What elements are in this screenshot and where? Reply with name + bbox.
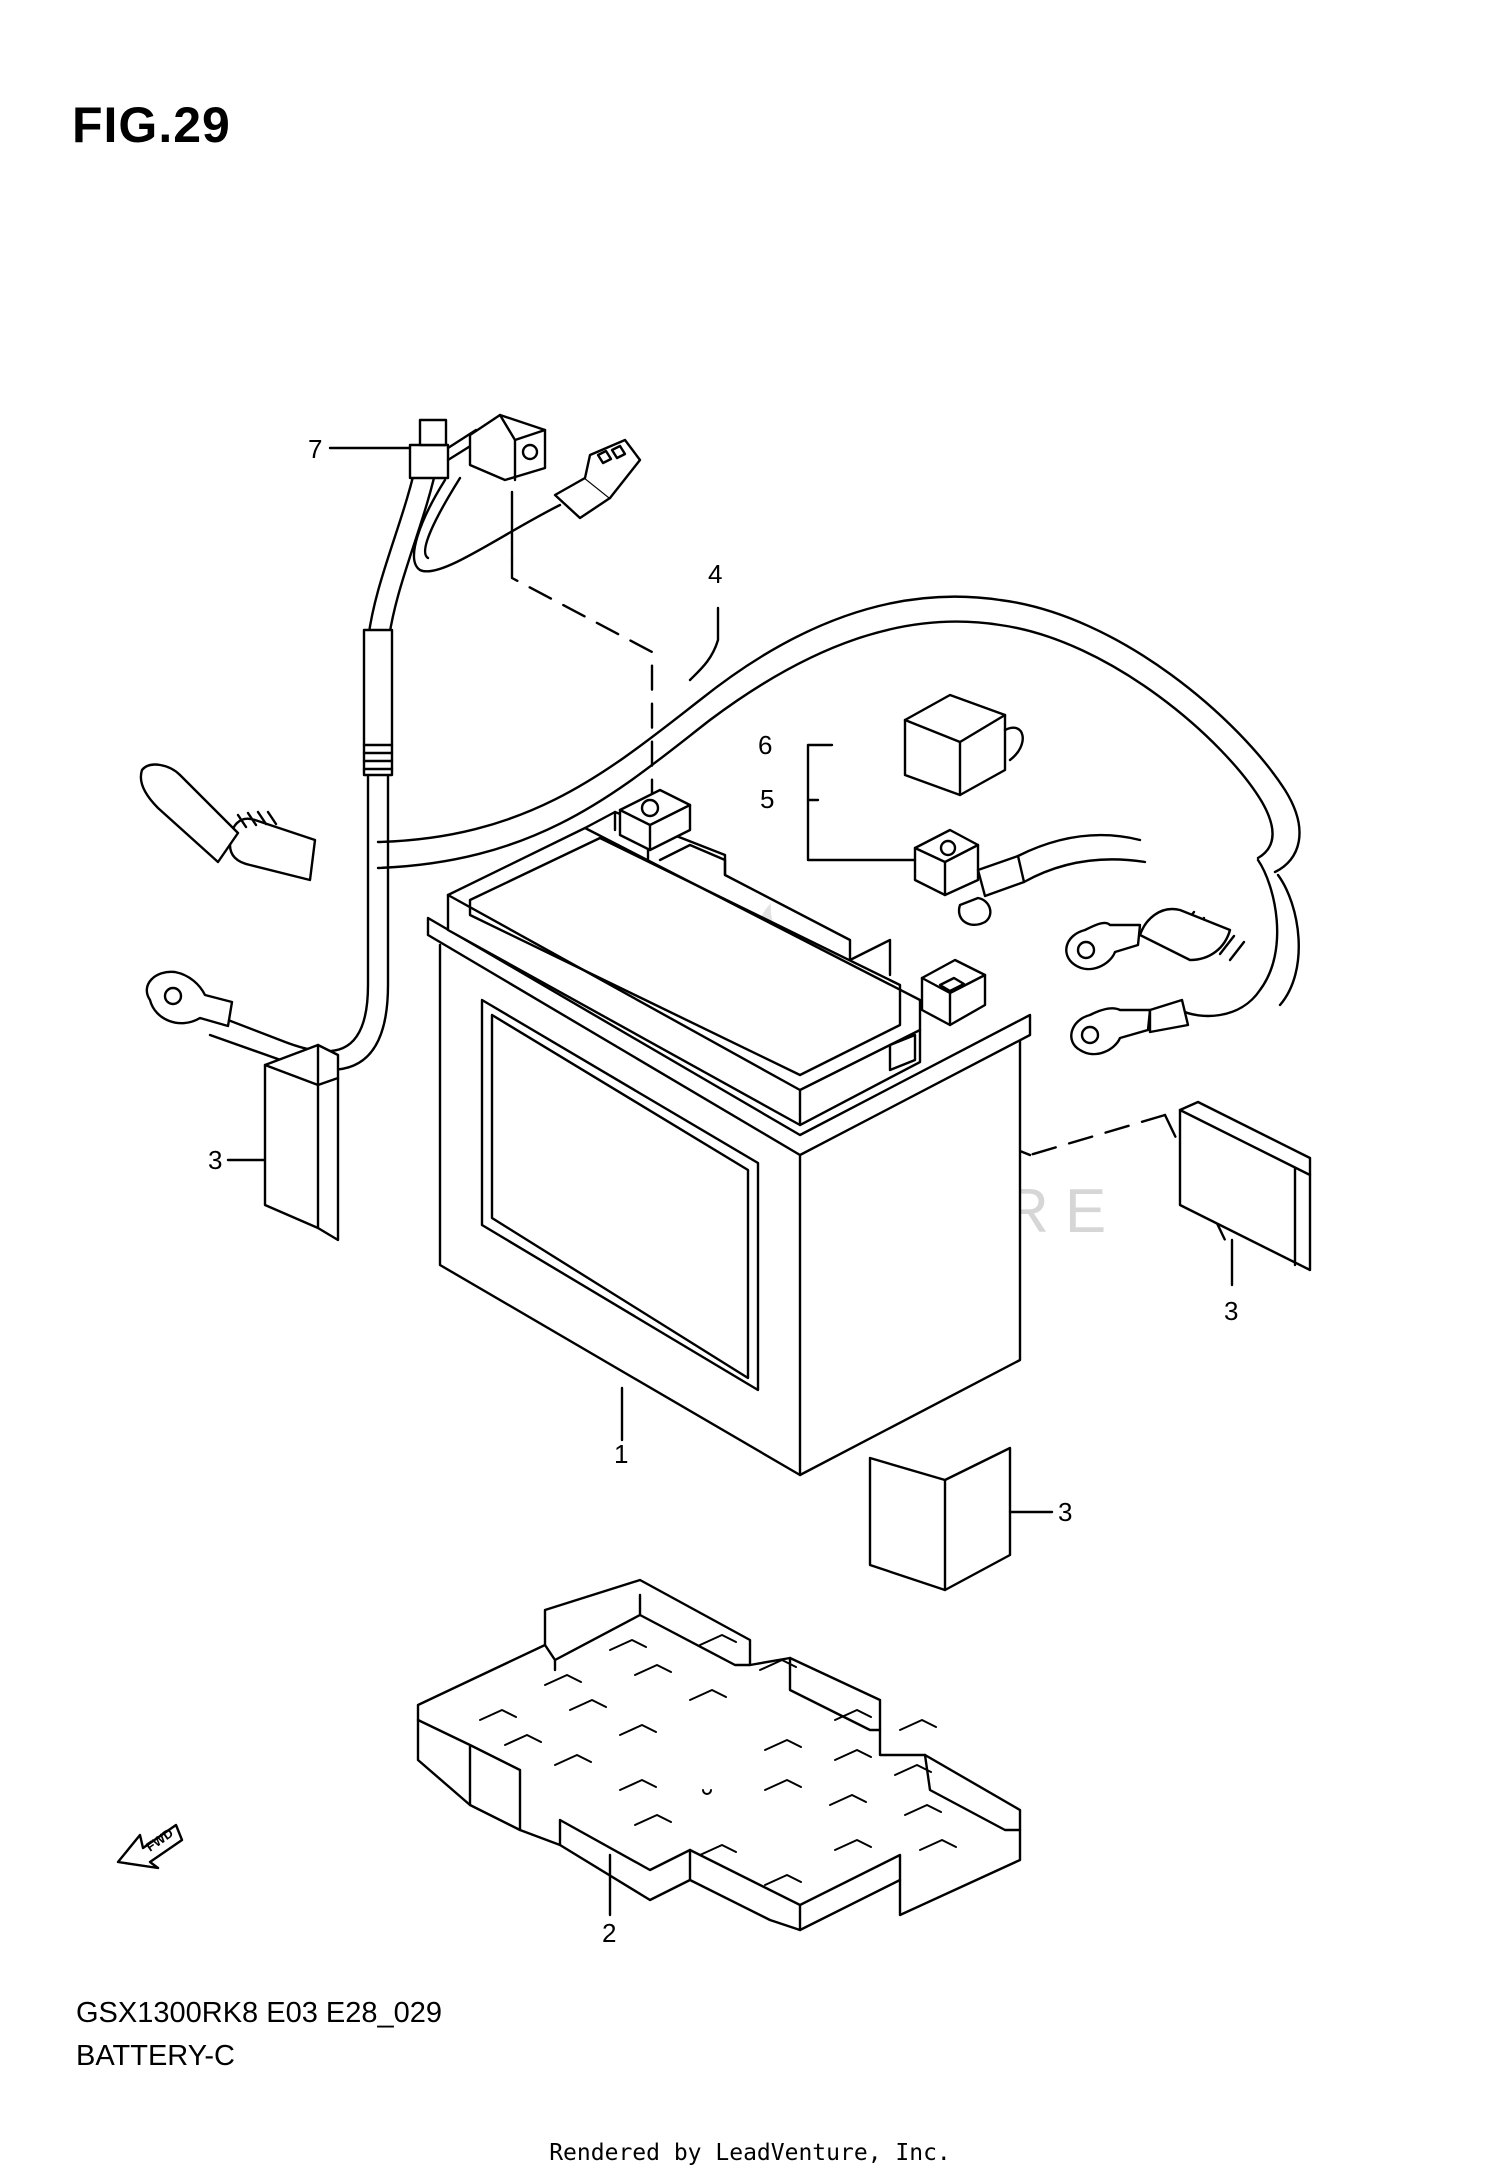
battery[interactable] (426, 788, 1032, 1477)
terminal-cap[interactable] (903, 693, 1024, 797)
pad-right[interactable] (1178, 1100, 1312, 1272)
render-credit: Rendered by LeadVenture, Inc. (549, 2140, 951, 2166)
terminal-set[interactable] (913, 828, 1147, 927)
diagram-code: GSX1300RK8 E03 E28_029 (76, 1997, 442, 2029)
callout-3-left: 3 (208, 1145, 222, 1175)
callout-leaders (226, 446, 1234, 1917)
diagram-caption: BATTERY-C (76, 2040, 236, 2072)
callout-7: 7 (308, 434, 322, 464)
battery-tray[interactable] (416, 1578, 1022, 1932)
callout-3-bottom: 3 (1058, 1497, 1072, 1527)
wire-harness[interactable] (139, 595, 1301, 1056)
figure-title: FIG.29 (72, 97, 231, 153)
callout-1: 1 (614, 1439, 628, 1469)
callout-6: 6 (758, 730, 772, 760)
callout-3-right: 3 (1224, 1296, 1238, 1326)
callout-5: 5 (760, 784, 774, 814)
callout-4: 4 (708, 559, 722, 589)
pad-bottom[interactable] (868, 1446, 1012, 1592)
starter-cable[interactable] (145, 413, 642, 1072)
fwd-arrow-icon: FWD (116, 1823, 184, 1870)
pad-left[interactable] (263, 1043, 340, 1242)
callout-2: 2 (602, 1918, 616, 1948)
